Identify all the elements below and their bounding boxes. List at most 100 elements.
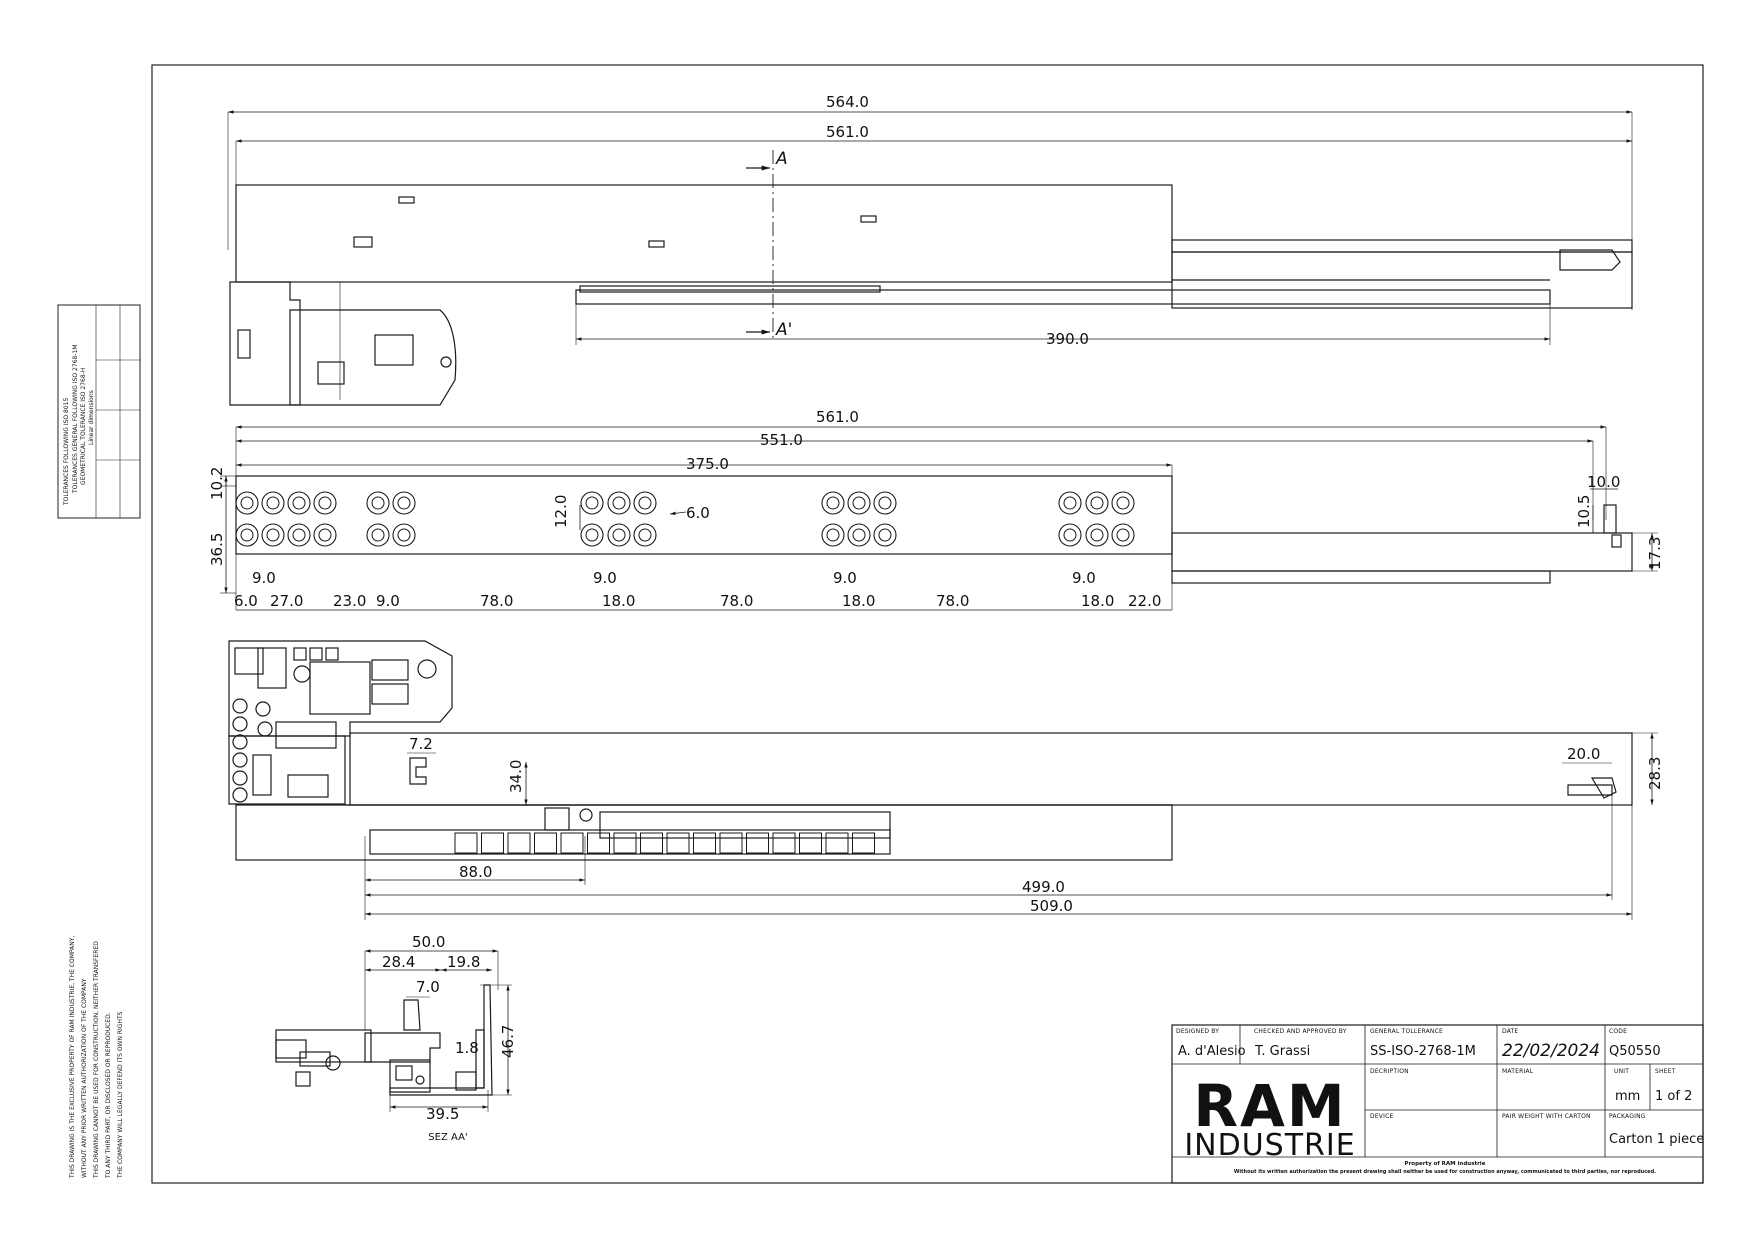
dim-1-8: 1.8 xyxy=(455,1039,479,1057)
mounting-hole xyxy=(313,523,337,547)
svg-text:CHECKED AND APPROVED BY: CHECKED AND APPROVED BY xyxy=(1254,1028,1347,1035)
dim-390: 390.0 xyxy=(1046,330,1089,348)
section-label: SEZ AA' xyxy=(428,1132,467,1143)
dim-10-2: 10.2 xyxy=(208,467,226,500)
mounting-hole xyxy=(235,491,259,515)
svg-text:DECRIPTION: DECRIPTION xyxy=(1370,1068,1409,1075)
svg-text:22.0: 22.0 xyxy=(1128,592,1161,610)
svg-text:WITHOUT ANY PRIOR WRITTEN AUTH: WITHOUT ANY PRIOR WRITTEN AUTHORIZATION … xyxy=(81,978,88,1178)
svg-text:CODE: CODE xyxy=(1609,1028,1627,1035)
svg-text:18.0: 18.0 xyxy=(602,592,635,610)
latch-tooth xyxy=(852,832,875,854)
mounting-hole xyxy=(313,491,337,515)
packaging: Carton 1 piece xyxy=(1609,1132,1704,1147)
latch-tooth xyxy=(640,832,663,854)
mounting-hole xyxy=(1058,523,1082,547)
latch-tooth xyxy=(587,832,610,854)
mounting-hole xyxy=(1111,523,1135,547)
dim-46-7: 46.7 xyxy=(499,1025,517,1058)
svg-text:PACKAGING: PACKAGING xyxy=(1609,1113,1646,1120)
date: 22/02/2024 xyxy=(1502,1041,1600,1061)
svg-text:9.0: 9.0 xyxy=(833,569,857,587)
latch-tooth xyxy=(693,832,716,854)
svg-text:9.0: 9.0 xyxy=(252,569,276,587)
svg-text:Property of RAM industrie: Property of RAM industrie xyxy=(1405,1161,1486,1167)
svg-text:TOLERANCES FOLLOWING ISO 8015: TOLERANCES FOLLOWING ISO 8015 xyxy=(63,397,70,506)
dim-88: 88.0 xyxy=(459,863,492,881)
svg-text:DESIGNED BY: DESIGNED BY xyxy=(1176,1028,1219,1035)
dim-28-3: 28.3 xyxy=(1646,757,1664,790)
svg-text:23.0: 23.0 xyxy=(333,592,366,610)
svg-text:DEVICE: DEVICE xyxy=(1370,1113,1393,1120)
section-label-bottom: A' xyxy=(775,320,792,340)
mounting-hole xyxy=(873,491,897,515)
svg-text:9.0: 9.0 xyxy=(1072,569,1096,587)
svg-text:9.0: 9.0 xyxy=(376,592,400,610)
mounting-hole xyxy=(366,491,390,515)
front-view xyxy=(228,640,1658,920)
latch-tooth xyxy=(560,832,584,854)
dim-34: 34.0 xyxy=(507,760,525,793)
mounting-hole xyxy=(633,523,657,547)
mounting-hole xyxy=(287,491,311,515)
svg-text:THIS DRAWING IS THE EXCLUSIVE: THIS DRAWING IS THE EXCLUSIVE PROPERTY O… xyxy=(69,936,76,1179)
svg-text:27.0: 27.0 xyxy=(270,592,303,610)
dim-561-top: 561.0 xyxy=(816,408,859,426)
mounting-hole xyxy=(1111,491,1135,515)
drawing-frame xyxy=(151,64,1704,1184)
svg-text:6.0: 6.0 xyxy=(234,592,258,610)
dim-12: 12.0 xyxy=(552,495,570,528)
dim-375: 375.0 xyxy=(686,455,729,473)
svg-text:78.0: 78.0 xyxy=(720,592,753,610)
dim-551: 551.0 xyxy=(760,431,803,449)
top-view xyxy=(220,425,1658,611)
svg-text:MATERIAL: MATERIAL xyxy=(1502,1068,1534,1075)
mounting-hole xyxy=(821,523,845,547)
latch-tooth xyxy=(481,832,504,854)
dim-28-4: 28.4 xyxy=(382,953,415,971)
svg-text:18.0: 18.0 xyxy=(1081,592,1114,610)
dim-hole-dia: 6.0 xyxy=(686,504,710,522)
side-view xyxy=(227,110,1633,406)
pitch-labels: 9.0 9.0 9.0 9.0 xyxy=(252,569,1096,587)
mounting-hole xyxy=(1085,491,1109,515)
svg-text:RAM: RAM xyxy=(1193,1072,1346,1140)
mounting-hole xyxy=(392,491,416,515)
mounting-hole xyxy=(607,523,631,547)
latch-tooth xyxy=(719,832,743,854)
latch-tooth xyxy=(534,832,557,854)
latch-tooth xyxy=(507,832,531,854)
mounting-hole xyxy=(1085,523,1109,547)
svg-text:UNIT: UNIT xyxy=(1614,1068,1629,1075)
dim-564: 564.0 xyxy=(826,93,869,111)
hole-pattern xyxy=(235,491,1135,547)
mounting-hole xyxy=(235,523,259,547)
svg-text:18.0: 18.0 xyxy=(842,592,875,610)
latch-tooth xyxy=(454,832,478,854)
latch-tooth xyxy=(799,832,822,854)
svg-text:GENERAL TOLLERANCE: GENERAL TOLLERANCE xyxy=(1370,1028,1443,1035)
dim-10-end: 10.0 xyxy=(1587,473,1620,491)
mounting-hole xyxy=(366,523,390,547)
svg-text:GEOMETRICAL TOLERANCE ISO 2768: GEOMETRICAL TOLERANCE ISO 2768-H xyxy=(80,368,87,485)
mounting-hole xyxy=(821,491,845,515)
svg-text:Without its written authorizat: Without its written authorization the pr… xyxy=(1234,1169,1656,1175)
dim-39-5: 39.5 xyxy=(426,1105,459,1123)
mounting-hole xyxy=(847,523,871,547)
svg-text:THE COMPANY WILL LEGALLY DEFEN: THE COMPANY WILL LEGALLY DEFEND ITS OWN … xyxy=(117,1011,124,1179)
company-logo: RAM INDUSTRIE xyxy=(1184,1072,1354,1163)
sheet: 1 of 2 xyxy=(1655,1089,1692,1104)
mounting-hole xyxy=(1058,491,1082,515)
svg-text:DATE: DATE xyxy=(1502,1028,1518,1035)
dim-19-8: 19.8 xyxy=(447,953,480,971)
title-block xyxy=(1171,1024,1704,1184)
svg-text:THIS DRAWING CANNOT BE USED FO: THIS DRAWING CANNOT BE USED FOR CONSTRUC… xyxy=(93,941,100,1179)
unit: mm xyxy=(1615,1089,1640,1104)
code: Q50550 xyxy=(1609,1044,1661,1059)
svg-text:Linear dimensions: Linear dimensions xyxy=(88,390,95,445)
latch-tooth xyxy=(613,832,637,854)
checked-by: T. Grassi xyxy=(1254,1044,1310,1059)
latch-tooth xyxy=(825,832,849,854)
tolerance-table: TOLERANCES FOLLOWING ISO 8015 TOLERANCES… xyxy=(57,304,141,519)
